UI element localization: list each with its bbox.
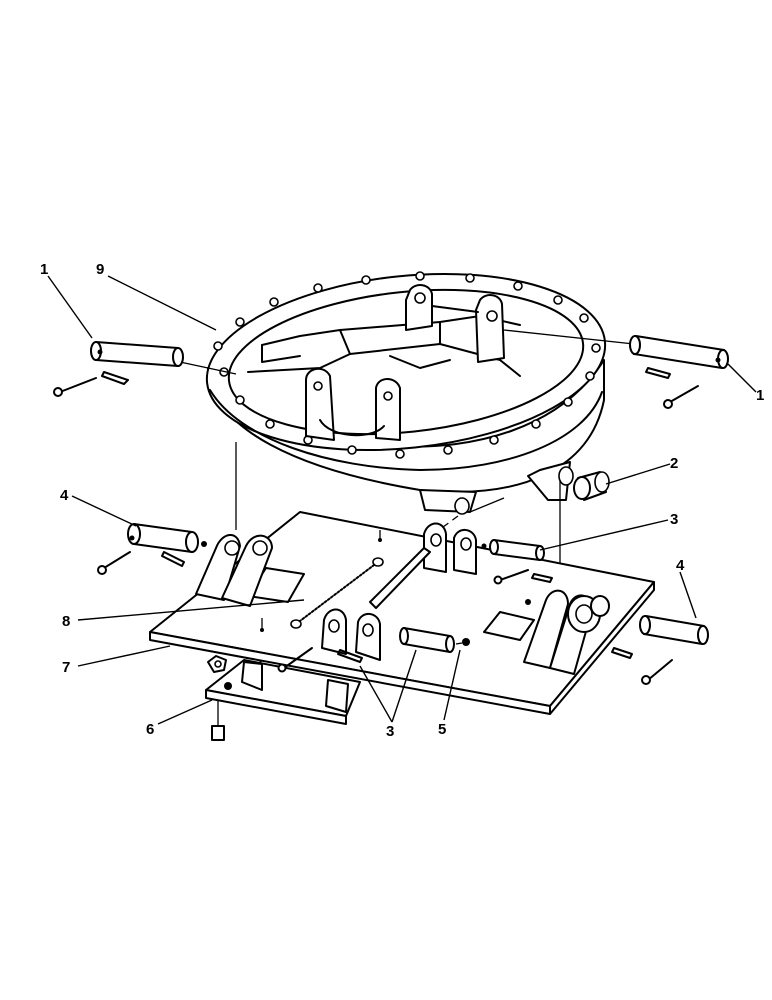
bushing-part-2: [573, 471, 610, 501]
callout-6: 6: [146, 721, 154, 738]
grease-fitting-part-5: [455, 638, 470, 646]
callout-labels: 1 9 1 2 4 3 4 8 7 5 3 6: [40, 261, 764, 740]
callout-7: 7: [62, 659, 70, 676]
pin-part-4-right: [525, 599, 709, 685]
callout-5: 5: [438, 721, 446, 738]
callout-3-upper: 3: [670, 511, 678, 528]
pin-part-3-front: [277, 627, 455, 673]
ring-housing-part-9: [205, 271, 607, 515]
callout-4-right: 4: [676, 557, 685, 574]
pin-part-1-right: [629, 335, 729, 409]
spring-part-8: [290, 557, 384, 629]
pin-part-3-upper: [481, 539, 553, 585]
stop-block-part-6: [205, 655, 361, 741]
leader-lines: [47, 275, 757, 725]
pin-part-1-left: [53, 341, 184, 397]
callout-3-front: 3: [386, 723, 394, 740]
callout-1-right: 1: [756, 387, 764, 404]
flange-bolt-holes: [213, 271, 601, 459]
pin-part-4-left: [97, 523, 207, 575]
callout-4-left: 4: [60, 487, 69, 504]
callout-8: 8: [62, 613, 70, 630]
callout-1-left: 1: [40, 261, 48, 278]
plate-brackets: [195, 522, 610, 675]
callout-9: 9: [96, 261, 104, 278]
callout-2: 2: [670, 455, 678, 472]
